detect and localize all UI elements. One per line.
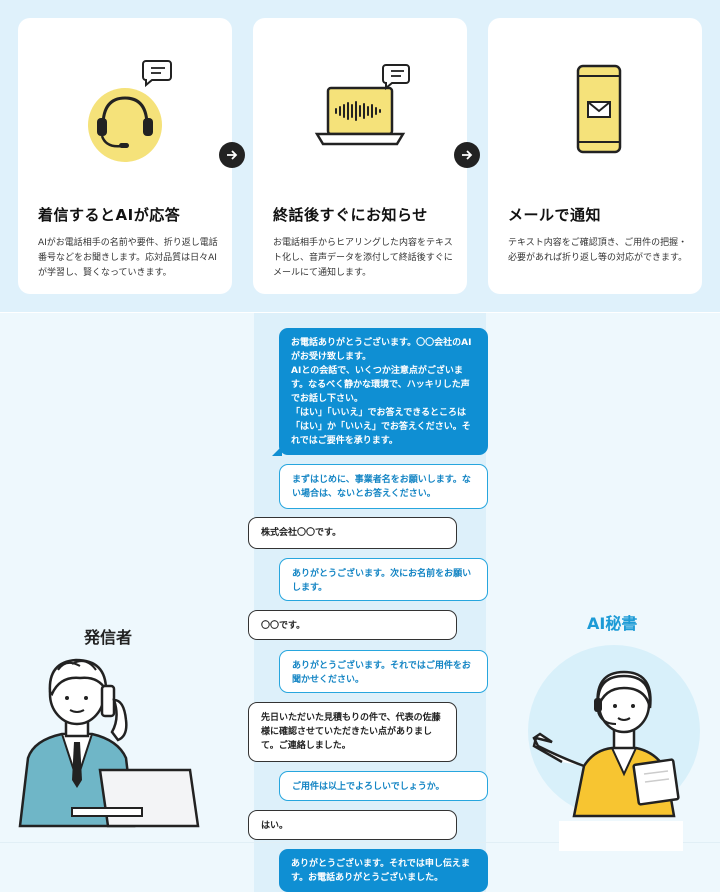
caller-message: 〇〇です。 xyxy=(248,610,457,640)
arrow-right-icon xyxy=(454,142,480,168)
message-text: ありがとうございます。それではご用件をお聞かせください。 xyxy=(292,661,471,685)
divider xyxy=(0,842,720,843)
step-title: メールで通知 xyxy=(508,206,602,224)
caller-message: 株式会社〇〇です。 xyxy=(248,517,457,549)
caller-illustration xyxy=(18,658,200,828)
message-text: 先日いただいた見積もりの件で、代表の佐藤様に確認させていただきたい点がありまして… xyxy=(261,713,441,751)
ai-message: お電話ありがとうございます。〇〇会社のAIがお受け致します。 AIとの会話で、い… xyxy=(272,328,488,456)
message-text: はい。 xyxy=(261,821,289,831)
step-title: 着信するとAIが応答 xyxy=(38,206,181,224)
laptop-audio-icon xyxy=(314,64,410,146)
caller-message: はい。 xyxy=(248,810,457,840)
ai-message: まずはじめに、事業者名をお願いします。ない場合は、ないとお答えください。 xyxy=(279,464,488,509)
step-description: AIがお電話相手の名前や要件、折り返し電話番号などをお聞きします。応対品質は日々… xyxy=(38,238,218,278)
message-text: 株式会社〇〇です。 xyxy=(261,528,342,538)
ai-secretary-label: AI秘書 xyxy=(587,614,638,633)
ai-message: ありがとうございます。次にお名前をお願いします。 xyxy=(279,558,488,601)
phone-mail-icon xyxy=(576,64,622,154)
caller-message: 先日いただいた見積もりの件で、代表の佐藤様に確認させていただきたい点がありまして… xyxy=(248,702,457,762)
step-description: テキスト内容をご確認頂き、ご用件の把握・必要があれば折り返し等の対応ができます。 xyxy=(508,238,688,263)
message-text: まずはじめに、事業者名をお願いします。ない場合は、ないとお答えください。 xyxy=(292,475,471,499)
step-description: お電話相手からヒアリングした内容をテキスト化し、音声データを添付して終話後すぐに… xyxy=(273,238,453,278)
message-text: ご用件は以上でよろしいでしょうか。 xyxy=(292,782,445,792)
caption-placeholder xyxy=(559,821,683,851)
message-text: 〇〇です。 xyxy=(261,621,306,631)
step-title: 終話後すぐにお知らせ xyxy=(273,206,428,224)
message-text: ありがとうございます。それでは申し伝えます。お電話ありがとうございました。 xyxy=(291,859,470,883)
step-card-incoming: 着信するとAIが応答 AIがお電話相手の名前や要件、折り返し電話番号などをお聞き… xyxy=(18,18,232,294)
ai-message: ご用件は以上でよろしいでしょうか。 xyxy=(279,771,488,801)
headset-icon xyxy=(88,60,172,162)
arrow-right-icon xyxy=(219,142,245,168)
caller-label: 発信者 xyxy=(84,628,133,647)
step-card-notify: 終話後すぐにお知らせ お電話相手からヒアリングした内容をテキスト化し、音声データ… xyxy=(253,18,467,294)
message-text: お電話ありがとうございます。〇〇会社のAIがお受け致します。 AIとの会話で、い… xyxy=(291,338,472,446)
bubble-tail xyxy=(272,446,282,456)
step-card-email: メールで通知 テキスト内容をご確認頂き、ご用件の把握・必要があれば折り返し等の対… xyxy=(488,18,702,294)
ai-message: ありがとうございます。それでは申し伝えます。お電話ありがとうございました。 xyxy=(279,849,488,892)
message-text: ありがとうございます。次にお名前をお願いします。 xyxy=(292,569,472,593)
ai-message: ありがとうございます。それではご用件をお聞かせください。 xyxy=(279,650,488,693)
ai-secretary-illustration xyxy=(532,670,680,818)
